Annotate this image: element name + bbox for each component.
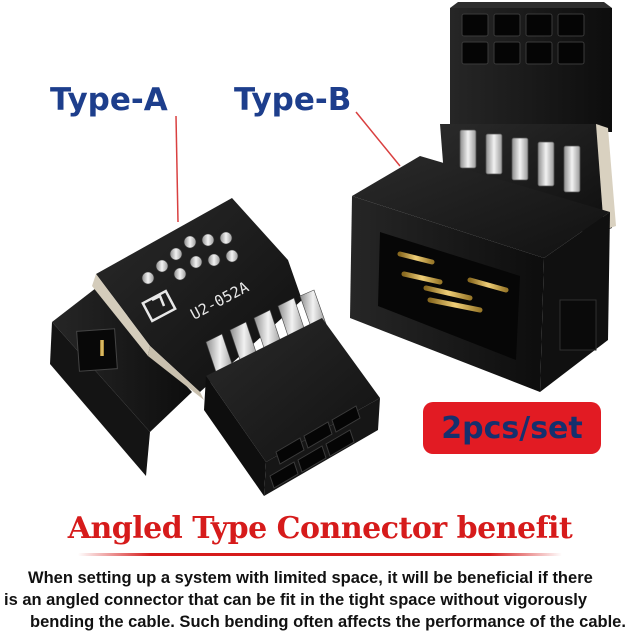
heading-underline — [78, 553, 562, 556]
type-b-shroud — [352, 156, 610, 258]
type-a-label: Type-A — [50, 82, 168, 118]
type-b-top-housing — [450, 8, 612, 132]
quantity-badge: 2pcs/set — [423, 402, 601, 454]
description: When setting up a system with limited sp… — [0, 567, 640, 633]
type-a-bottom-housing — [206, 318, 380, 462]
description-line: is an angled connector that can be fit i… — [4, 591, 588, 609]
type-b-leader-line — [355, 111, 401, 167]
quantity-badge-text: 2pcs/set — [441, 410, 583, 446]
product-photo: U2-052A — [50, 2, 616, 496]
type-a-connector: U2-052A — [50, 198, 380, 496]
type-a-side-housing — [52, 288, 192, 432]
description-line: When setting up a system with limited sp… — [28, 569, 593, 587]
section-heading: Angled Type Connector benefit — [67, 511, 573, 546]
type-b-label: Type-B — [234, 82, 352, 118]
description-line: bending the cable. Such bending often af… — [30, 613, 626, 631]
type-b-connector — [350, 2, 616, 392]
type-a-leader-line — [175, 115, 179, 223]
cd-logo-icon — [141, 289, 177, 323]
